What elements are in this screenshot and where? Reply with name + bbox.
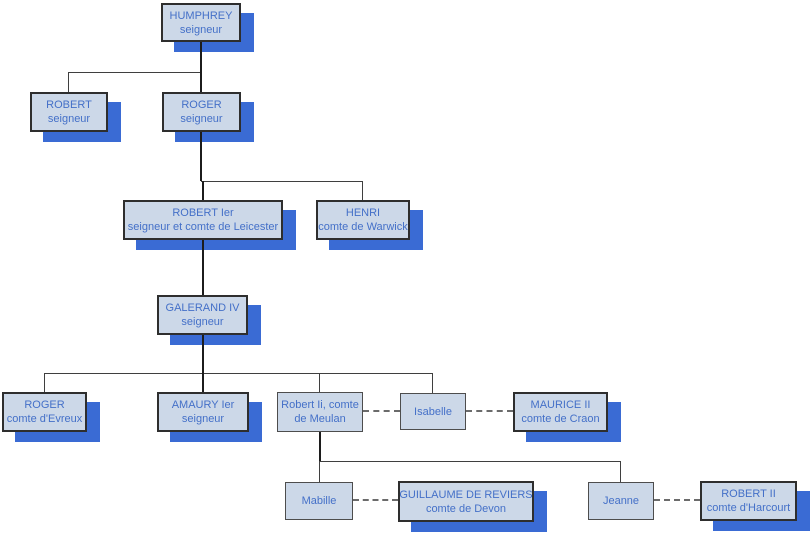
person-title: seigneur (181, 316, 224, 328)
person-name: MAURICE II (530, 399, 591, 411)
connector-line (202, 335, 204, 373)
connector-line (319, 461, 320, 482)
person-title: seigneur et comte de Leicester (127, 221, 279, 233)
person-title: de Meulan (294, 413, 346, 425)
connector-line (68, 72, 69, 92)
connector-line (200, 132, 202, 181)
connector-line (319, 373, 320, 392)
person-name: ROBERT II (721, 488, 776, 500)
person-name: AMAURY Ier (171, 399, 235, 411)
person-box-robert-meulan[interactable]: Robert Ii, comte de Meulan (277, 392, 363, 432)
connector-line (44, 373, 45, 392)
connector-line (68, 72, 201, 73)
marriage-dashed-line (363, 410, 400, 412)
marriage-dashed-line (654, 499, 700, 501)
person-title: comte de Devon (425, 502, 507, 515)
connector-line (200, 72, 202, 92)
person-title: comte d'Evreux (6, 413, 83, 425)
person-title: seigneur (180, 113, 223, 125)
person-title: seigneur (179, 23, 223, 36)
person-box-mabille[interactable]: Mabille (285, 482, 353, 520)
connector-line (202, 181, 204, 200)
person-box-robert-seigneur[interactable]: ROBERT seigneur (30, 92, 108, 132)
connector-line (320, 461, 621, 462)
connector-line (432, 373, 433, 393)
person-box-maurice-ii[interactable]: MAURICE II comte de Craon (513, 392, 608, 432)
person-name: ROGER (24, 399, 65, 411)
connector-line (620, 461, 621, 482)
connector-line (201, 181, 363, 182)
person-box-galerand-iv[interactable]: GALERAND IV seigneur (157, 295, 248, 335)
connector-line (44, 373, 433, 374)
person-box-jeanne[interactable]: Jeanne (588, 482, 654, 520)
person-title: comte d'Harcourt (706, 502, 791, 514)
person-title: seigneur (47, 113, 91, 125)
connector-line (202, 373, 204, 392)
person-name: Isabelle (414, 405, 452, 418)
person-name: Robert Ii, comte (281, 399, 359, 411)
marriage-dashed-line (466, 410, 513, 412)
person-box-roger-evreux[interactable]: ROGER comte d'Evreux (2, 392, 87, 432)
person-box-roger-seigneur[interactable]: ROGER seigneur (162, 92, 241, 132)
person-box-henri[interactable]: HENRI comte de Warwick (316, 200, 410, 240)
person-name: ROBERT Ier (172, 207, 234, 219)
person-box-robert-harcourt[interactable]: ROBERT II comte d'Harcourt (700, 481, 797, 521)
person-title: comte de Craon (521, 413, 600, 425)
person-name: HUMPHREY (169, 9, 233, 22)
person-box-robert-ier[interactable]: ROBERT Ier seigneur et comte de Leicester (123, 200, 283, 240)
person-name: ROGER (181, 99, 222, 111)
person-box-isabelle[interactable]: Isabelle (400, 393, 466, 430)
person-name: HENRI (345, 207, 381, 219)
person-title: seigneur (181, 413, 225, 425)
person-name: ROBERT (46, 99, 92, 111)
person-name: Jeanne (602, 495, 640, 507)
connector-line (200, 42, 202, 72)
connector-line (362, 181, 363, 200)
connector-line (319, 432, 321, 461)
person-name: GALERAND IV (165, 302, 240, 314)
person-name: Mabille (301, 495, 337, 507)
connector-line (202, 240, 204, 295)
person-name: GUILLAUME DE REVIERS (399, 488, 533, 501)
person-title: comte de Warwick (318, 221, 408, 233)
person-box-amaury-ier[interactable]: AMAURY Ier seigneur (157, 392, 249, 432)
marriage-dashed-line (353, 499, 398, 501)
